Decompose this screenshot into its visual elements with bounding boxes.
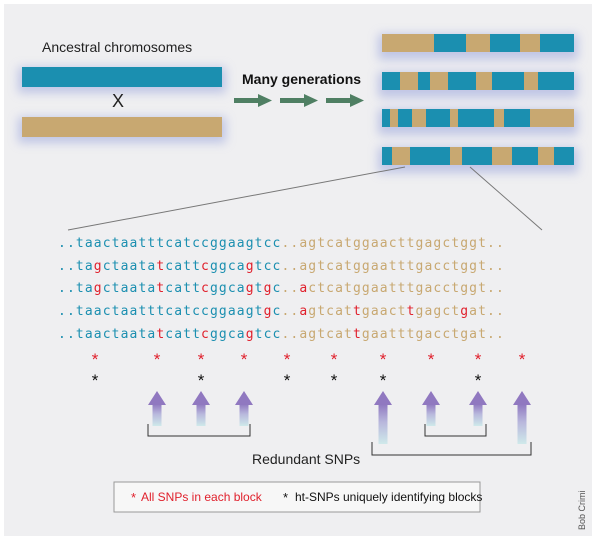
up-arrow (148, 391, 166, 426)
zoom-line-left (67, 166, 406, 231)
legend-all-snps: All SNPs in each block (141, 490, 263, 504)
sequence-row: ..taactaatttcatccggaagtcc..agtcatggaactt… (58, 236, 505, 251)
black-star: * (331, 371, 338, 390)
ancestral-chromosome-blue (22, 67, 222, 87)
cross-symbol: X (112, 91, 124, 111)
bracket-right (371, 442, 532, 456)
zoom-line-right (469, 166, 543, 231)
generations-label: Many generations (242, 71, 361, 87)
up-arrow (235, 391, 253, 426)
black-star: * (380, 371, 387, 390)
up-arrow (422, 391, 440, 426)
up-arrow (192, 391, 210, 426)
black-star: * (198, 371, 205, 390)
up-arrow (469, 391, 487, 426)
sequence-alignment: ..taactaatttcatccggaagtcc..agtcatggaactt… (58, 236, 505, 342)
generation-arrows (234, 94, 364, 107)
red-star: * (92, 350, 99, 369)
bracket-middle (424, 424, 487, 437)
black-star: * (475, 371, 482, 390)
red-star: * (331, 350, 338, 369)
black-star: * (284, 371, 291, 390)
red-star: * (519, 350, 526, 369)
black-star: * (92, 371, 99, 390)
ancestral-chromosome-tan (22, 117, 222, 137)
redundant-snp-arrows (148, 391, 531, 444)
generation-arrow-2 (280, 94, 318, 107)
redundant-brackets (147, 424, 532, 456)
red-star: * (198, 350, 205, 369)
recombinant-chromosome-1 (382, 34, 574, 52)
recombinant-chromosome-3 (382, 109, 574, 127)
red-star: * (380, 350, 387, 369)
up-arrow (513, 391, 531, 444)
generation-arrow-1 (234, 94, 272, 107)
red-star: * (475, 350, 482, 369)
legend: * All SNPs in each block * ht-SNPs uniqu… (113, 481, 482, 513)
sequence-row: ..tagctaatatcattcggcagtcc..agtcatggaattt… (58, 259, 505, 274)
recombinant-chromosome-2 (382, 72, 574, 90)
artist-credit: Bob Crimi (577, 490, 587, 530)
red-star: * (284, 350, 291, 369)
sequence-row: ..taactaatttcatccggaagtgc..agtcattgaactt… (58, 304, 505, 319)
red-star: * (428, 350, 435, 369)
legend-red-star: * (131, 490, 136, 505)
sequence-row: ..tagctaatatcattcggcagtgc..actcatggaattt… (58, 281, 505, 296)
legend-box (113, 481, 481, 513)
bracket-left (147, 424, 251, 437)
legend-ht-snps: ht-SNPs uniquely identifying blocks (295, 490, 482, 504)
legend-black-star: * (283, 490, 288, 505)
ancestral-label: Ancestral chromosomes (42, 39, 192, 55)
recombinant-chromosome-4 (382, 147, 574, 165)
red-star: * (241, 350, 248, 369)
generation-arrow-3 (326, 94, 364, 107)
red-star: * (154, 350, 161, 369)
sequence-row: ..taactaatatcattcggcagtcc..agtcattgaattt… (58, 327, 505, 342)
up-arrow (374, 391, 392, 444)
redundant-snps-label: Redundant SNPs (252, 451, 360, 467)
ht-snp-markers: * * * * * * (92, 371, 482, 390)
all-snp-markers: * * * * * * * * * * (92, 350, 526, 369)
